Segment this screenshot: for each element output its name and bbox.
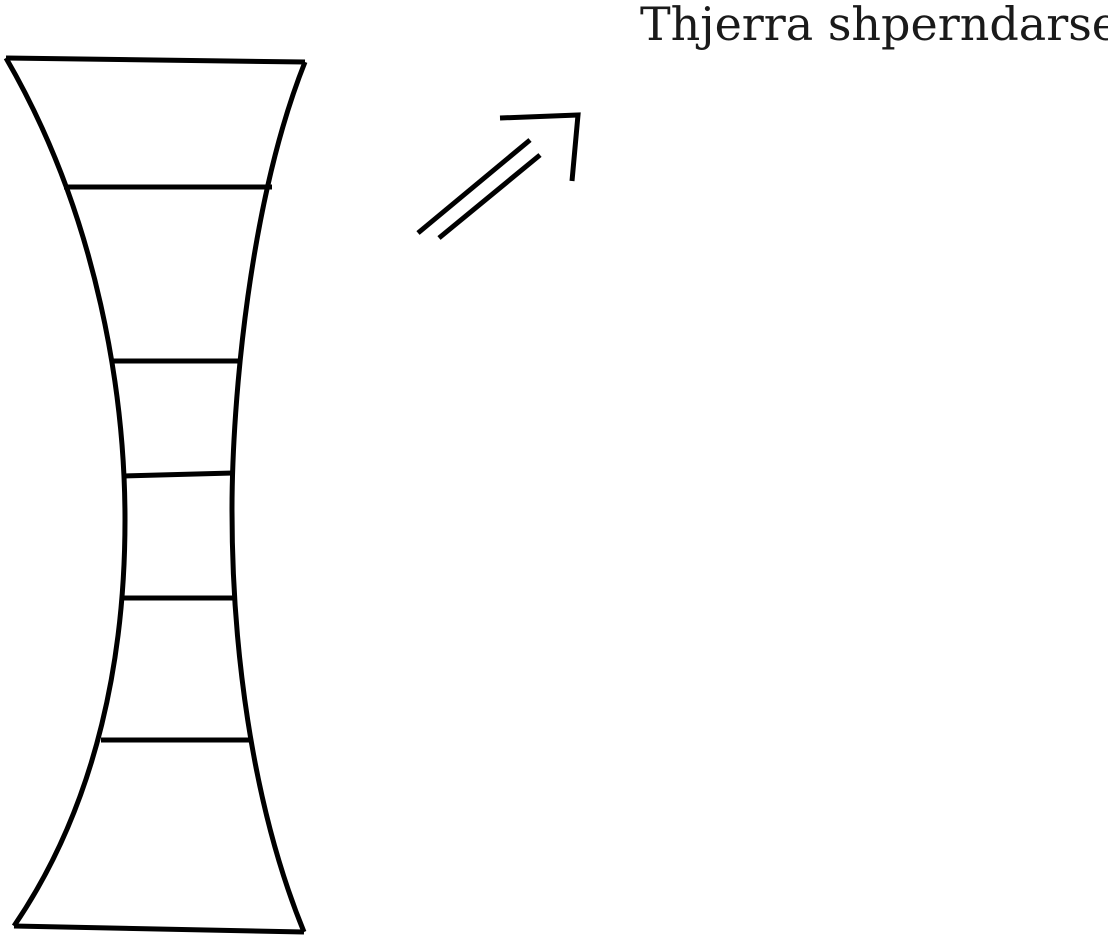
arrow-head	[499, 112, 581, 182]
lens-division-lines	[64, 184, 272, 743]
arrow-shaft-upper	[416, 138, 532, 235]
division-line	[123, 470, 234, 479]
arrow-shaft-lower	[437, 153, 542, 240]
lens-right-curved-surface	[229, 61, 308, 933]
lens-bottom-edge	[13, 923, 305, 935]
double-line-arrow-icon	[416, 112, 581, 240]
lens-type-label: Thjerra shperndarse	[640, 0, 1108, 51]
lens-top-edge	[5, 55, 306, 65]
concave-lens	[3, 55, 308, 935]
lens-left-curved-surface	[3, 56, 128, 928]
